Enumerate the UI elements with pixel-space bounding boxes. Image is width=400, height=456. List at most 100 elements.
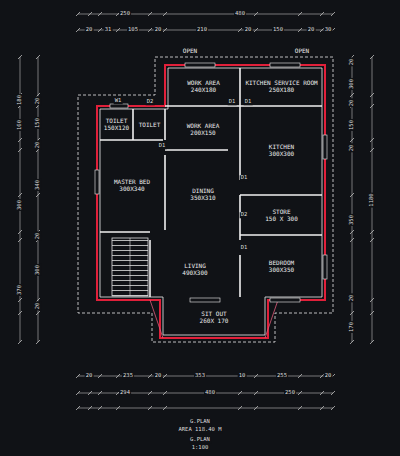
dimension-tick [254,12,258,16]
dimension-text: 160 [17,119,23,131]
dimension-tick [98,28,102,32]
dimension-text: 1180 [369,192,375,207]
dimension-text: 170 [349,321,355,333]
dimension-text: 480 [234,11,246,17]
room-name: WORK AREA [187,80,220,87]
dimension-text: 350 [349,214,355,226]
room-name: MASTER BED [114,179,150,186]
dimension-tick [238,28,242,32]
room-size: 300X350 [269,267,294,274]
dimension-tick [298,406,302,410]
dimension-text: 30 [324,27,333,33]
dimension-tick [350,340,354,344]
dimension-tick [148,406,152,410]
dimension-text: 150 [35,117,41,129]
dimension-text: 340 [35,179,41,191]
dimension-tick [148,374,152,378]
room-label: MASTER BED300X340 [101,143,163,229]
door-tag: W1 [114,98,123,104]
dimension-text: 300 [17,199,23,211]
dimension-tick [18,230,22,234]
dimension-tick [36,311,40,315]
dimension-tick [98,374,102,378]
dimension-tick [88,391,92,395]
room-name: OPEN [295,48,309,55]
dimension-text: 150 [272,27,284,33]
dimension-text: 1:100 [191,445,210,451]
dimension-tick [148,28,152,32]
dimension-text: 20 [85,373,94,379]
dimension-tick [370,55,374,59]
room-name: WORK AREA [187,123,220,130]
dimension-tick [298,28,302,32]
dimension-text: 20 [349,294,355,303]
dimension-tick [370,298,374,302]
dimension-text: 20 [244,27,253,33]
room-label: OPEN [166,46,214,56]
dimension-text: 20 [349,99,355,108]
room-size: 350X310 [190,195,215,202]
dimension-text: 370 [17,284,23,296]
dimension-tick [36,340,40,344]
dimension-tick [350,193,354,197]
dimension-tick [18,148,22,152]
dimension-tick [18,55,22,59]
dimension-text: 20 [349,58,355,67]
dimension-tick [98,12,102,16]
room-size: 240X180 [191,87,216,94]
plan-note: G.PLAN [189,437,211,443]
dimension-tick [254,374,258,378]
dimension-tick [350,230,354,234]
dimension-tick [238,391,242,395]
dimension-tick [88,12,92,16]
dimension-tick [116,374,120,378]
room-size: 490X300 [182,270,207,277]
dimension-tick [320,406,324,410]
dimension-tick [370,138,374,142]
room-label: DINING350X310 [168,153,238,237]
dimension-tick [76,12,80,16]
room-label: KITCHEN SERVICE ROOM250X180 [243,70,320,103]
dimension-text: 10 [238,373,247,379]
room-name: DINING [192,188,214,195]
dimension-tick [18,193,22,197]
dimension-tick [163,374,167,378]
dimension-tick [148,12,152,16]
dimension-tick [148,391,152,395]
dimension-text: 20 [35,232,41,241]
room-name: TOILET [106,118,128,125]
dimension-tick [18,138,22,142]
dimension-tick [350,311,354,315]
door-tag: D2 [240,212,249,218]
dimension-text: 300 [35,264,41,276]
dimension-tick [320,391,324,395]
dimension-tick [76,374,80,378]
room-label: OPEN [278,46,326,56]
dimension-tick [320,12,324,16]
dimension-tick [254,391,258,395]
dimension-tick [370,148,374,152]
room-name: LIVING [184,263,206,270]
dimension-tick [18,298,22,302]
room-label: BEDROOM300X350 [243,238,320,296]
plan-note: AREA 118.40 M [177,427,222,433]
dimension-tick [116,406,120,410]
dimension-text: 235 [122,373,134,379]
room-label: KITCHEN300X300 [243,111,320,191]
dimension-tick [76,391,80,395]
dimension-tick [298,391,302,395]
room-size: 300X340 [119,186,144,193]
dimension-tick [370,238,374,242]
door-tag: D1 [158,143,167,149]
dimension-tick [370,311,374,315]
dimension-tick [370,93,374,97]
dimension-tick [76,406,80,410]
dimension-text: 20 [349,144,355,153]
door-tag: D1 [240,245,249,251]
door-tag: D1 [240,175,249,181]
dimension-tick [298,12,302,16]
room-label: WORK AREA200X150 [168,111,238,148]
dimension-text: 250 [284,390,296,396]
dimension-tick [36,193,40,197]
room-size: 150X120 [104,125,129,132]
